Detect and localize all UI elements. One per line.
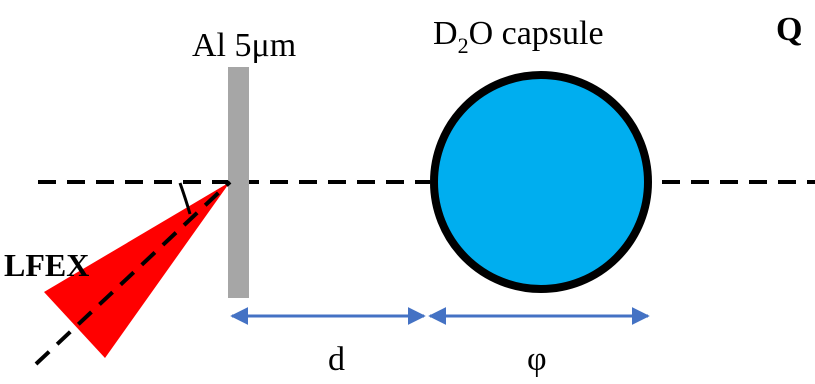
capsule-label: D2O capsule [433,15,604,58]
al-foil [228,67,249,298]
incidence-angle-arc [178,182,192,215]
gap-label: d [328,341,345,378]
foil-label: Al 5μm [192,27,296,64]
laser-incidence-line [34,180,232,366]
laser-label: LFEX [4,247,89,283]
diameter-label: φ [527,341,547,378]
d2o-capsule [430,71,652,293]
edge-label: Q [776,11,802,48]
